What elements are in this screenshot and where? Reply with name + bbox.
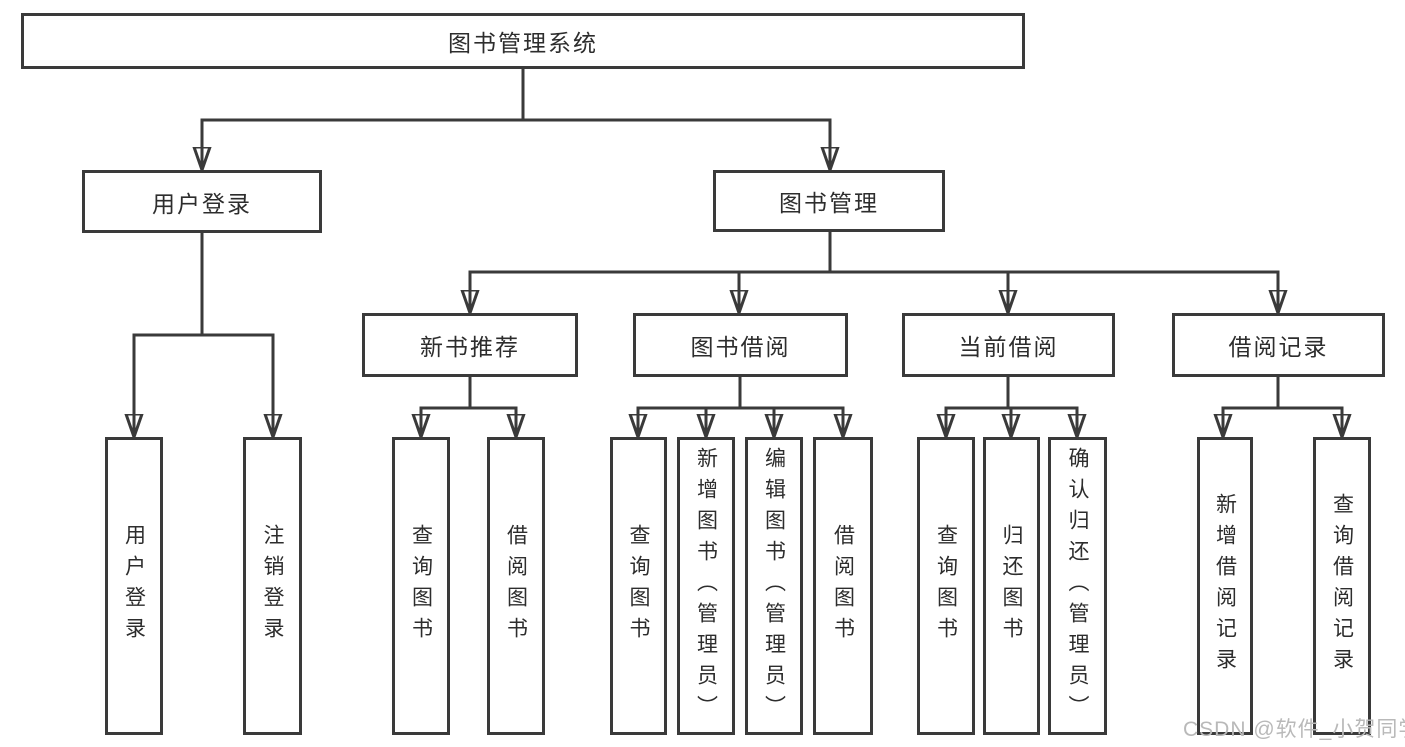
connector-user-login-children [134,233,273,437]
node-borrow-records: 借阅记录 [1172,313,1385,377]
connector-book-borrow-children [638,377,843,437]
leaf-borrow-edit-books-admin-label: 编辑图书（管理员） [762,446,786,726]
leaf-newrec-query-books: 查询图书 [392,437,450,735]
leaf-user-login-label: 用户登录 [122,524,146,648]
leaf-records-add-record-label: 新增借阅记录 [1213,493,1237,679]
node-library-system: 图书管理系统 [21,13,1025,69]
node-current-borrow: 当前借阅 [902,313,1115,377]
leaf-newrec-borrow-books-label: 借阅图书 [504,524,528,648]
node-book-borrow: 图书借阅 [633,313,848,377]
leaf-borrow-borrow-books-label: 借阅图书 [831,524,855,648]
connector-book-management-children [470,232,1278,313]
leaf-current-return-books: 归还图书 [983,437,1040,735]
node-user-login: 用户登录 [82,170,322,233]
leaf-logout-label: 注销登录 [261,524,284,648]
leaf-borrow-borrow-books: 借阅图书 [813,437,873,735]
leaf-borrow-add-books-admin: 新增图书（管理员） [677,437,735,735]
leaf-borrow-add-books-admin-label: 新增图书（管理员） [694,446,718,726]
leaf-records-add-record: 新增借阅记录 [1197,437,1253,735]
connector-current-borrow-children [946,377,1077,437]
leaf-user-login: 用户登录 [105,437,163,735]
connector-borrow-records-children [1223,377,1342,437]
leaf-borrow-query-books-label: 查询图书 [627,524,650,648]
node-new-book-recommend: 新书推荐 [362,313,578,377]
leaf-newrec-query-books-label: 查询图书 [409,524,433,648]
watermark-text: CSDN @软件_小贺同学 [1183,718,1405,741]
leaf-records-query-record-label: 查询借阅记录 [1330,493,1354,679]
leaf-borrow-edit-books-admin: 编辑图书（管理员） [745,437,803,735]
node-book-management: 图书管理 [713,170,945,232]
leaf-newrec-borrow-books: 借阅图书 [487,437,545,735]
leaf-records-query-record: 查询借阅记录 [1313,437,1371,735]
leaf-borrow-query-books: 查询图书 [610,437,667,735]
leaf-current-query-books-label: 查询图书 [934,524,958,648]
leaf-current-query-books: 查询图书 [917,437,975,735]
connector-root-to-level2 [202,69,830,170]
leaf-current-confirm-return-admin-label: 确认归还（管理员） [1066,446,1089,726]
connector-new-book-children [421,377,516,437]
leaf-current-return-books-label: 归还图书 [1000,524,1023,648]
leaf-current-confirm-return-admin: 确认归还（管理员） [1048,437,1107,735]
leaf-logout: 注销登录 [243,437,302,735]
